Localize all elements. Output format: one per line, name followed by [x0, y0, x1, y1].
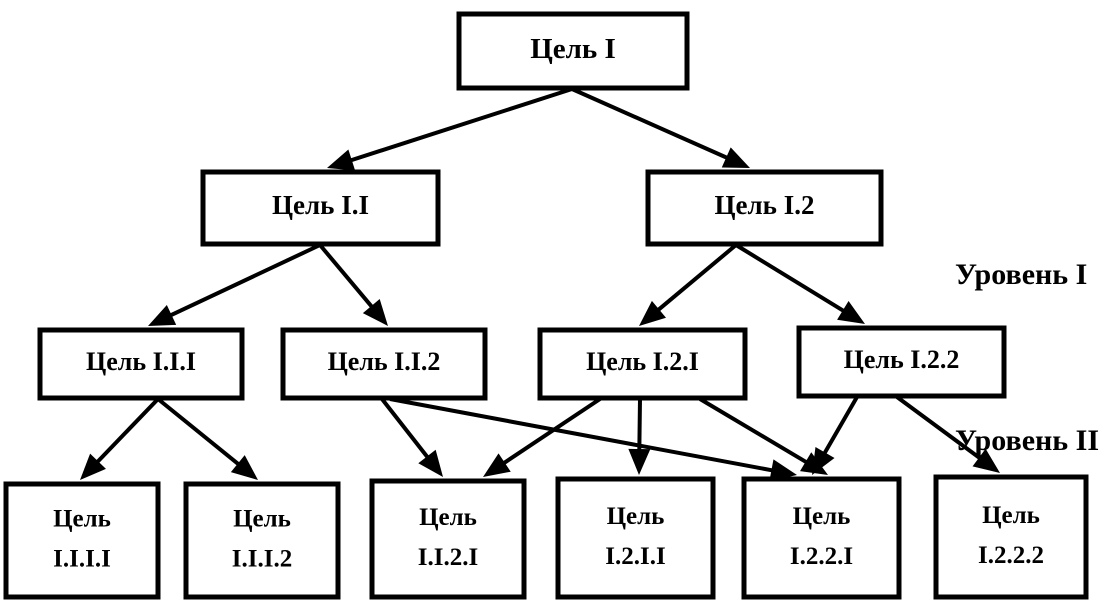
level-label-1: Уровень I — [955, 258, 1087, 291]
edge-root-to-n12 — [571, 87, 750, 168]
node-label: Цель I.I.I — [86, 347, 196, 376]
edge-line — [165, 243, 321, 320]
node-n11[interactable]: Цель I.I — [200, 169, 441, 247]
node-box[interactable] — [741, 476, 902, 600]
arrow-head-icon — [327, 149, 356, 171]
edge-line — [820, 396, 859, 459]
arrow-head-icon — [230, 455, 258, 480]
arrow-head-icon — [418, 449, 443, 477]
arrow-head-icon — [812, 446, 835, 475]
edge-n121-to-n1221 — [698, 397, 828, 475]
node-box[interactable] — [537, 327, 748, 401]
node-box[interactable] — [555, 476, 716, 600]
arrow-head-icon — [837, 301, 865, 324]
edge-n111-to-n1112 — [156, 397, 258, 480]
node-box[interactable] — [933, 474, 1089, 600]
node-box[interactable] — [796, 325, 1007, 399]
edge-n121-to-n1121 — [483, 397, 602, 477]
arrow-head-icon — [769, 459, 797, 482]
arrow-head-icon — [639, 300, 667, 326]
edge-line — [92, 397, 160, 467]
node-box[interactable] — [645, 169, 884, 247]
edge-line — [637, 398, 642, 456]
edge-n11-to-n111 — [148, 243, 321, 326]
edge-line — [895, 395, 986, 463]
arrow-head-icon — [483, 453, 511, 477]
edge-n122-to-n1221 — [812, 396, 859, 475]
edge-n112-to-n1221 — [389, 397, 797, 482]
edge-n112-to-n1121 — [380, 397, 443, 477]
node-n121[interactable]: Цель I.2.I — [537, 327, 748, 401]
node-label: Цель I.2 — [715, 190, 815, 220]
node-label: Цель I.I — [272, 190, 369, 220]
level-labels-layer: Уровень I Уровень II — [955, 258, 1099, 457]
arrow-head-icon — [80, 453, 106, 480]
node-n122[interactable]: Цель I.2.2 — [796, 325, 1007, 399]
edge-n122-to-n1222 — [895, 395, 1000, 473]
edge-line — [653, 243, 738, 315]
node-label: Цель I — [530, 33, 616, 65]
edge-n12-to-n121 — [639, 243, 738, 326]
node-box[interactable] — [183, 481, 341, 600]
node-box[interactable] — [456, 11, 690, 91]
edge-line — [698, 397, 812, 467]
edge-line — [498, 397, 602, 468]
edge-n121-to-n1211 — [628, 398, 651, 475]
node-label: Цель I.I.2 — [328, 347, 441, 376]
node-root[interactable]: Цель I — [456, 11, 690, 91]
level-label-2: Уровень II — [955, 424, 1099, 457]
node-box[interactable] — [369, 478, 527, 600]
edge-line — [318, 243, 377, 312]
edge-line — [345, 87, 573, 164]
edge-n11-to-n112 — [318, 243, 388, 326]
node-box[interactable] — [200, 169, 441, 247]
edges-layer — [80, 87, 1000, 482]
edge-line — [380, 397, 433, 463]
arrow-head-icon — [628, 448, 651, 475]
node-box[interactable] — [37, 327, 245, 401]
node-n112[interactable]: Цель I.I.2 — [280, 327, 488, 401]
arrow-head-icon — [362, 299, 388, 326]
edge-line — [734, 243, 849, 316]
node-label: Цель I.2.2 — [844, 345, 960, 374]
node-box[interactable] — [3, 481, 161, 600]
arrow-head-icon — [972, 448, 1000, 473]
edge-line — [389, 397, 778, 474]
arrow-head-icon — [148, 304, 177, 326]
edge-n111-to-n1111 — [80, 397, 160, 480]
edge-root-to-n11 — [327, 87, 573, 171]
edge-n12-to-n122 — [734, 243, 865, 324]
edge-line — [571, 87, 733, 162]
node-label: Цель I.2.I — [586, 347, 699, 376]
node-box[interactable] — [280, 327, 488, 401]
arrow-head-icon — [721, 147, 750, 168]
node-n12[interactable]: Цель I.2 — [645, 169, 884, 247]
edge-line — [156, 397, 244, 469]
node-n111[interactable]: Цель I.I.I — [37, 327, 245, 401]
